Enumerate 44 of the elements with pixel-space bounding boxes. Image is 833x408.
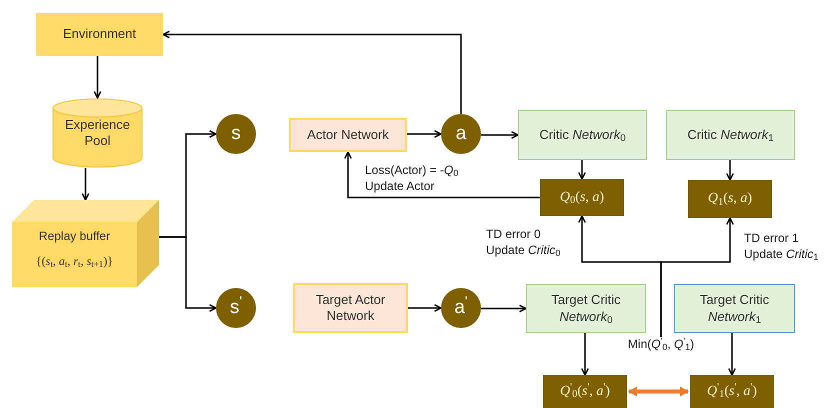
network-box	[526, 284, 646, 333]
arrow	[581, 333, 589, 376]
network-box	[674, 284, 795, 333]
arrow	[481, 304, 527, 312]
box-label: Q$^{'}$$_{0}$(s$^{'}$, a$^{'}$)	[559, 382, 611, 400]
box-label: Q$_{0}$(s, a)	[558, 188, 606, 206]
value-box	[690, 375, 774, 408]
arrow	[82, 168, 90, 201]
value-box	[543, 375, 627, 408]
box-label: Target Critic Network$_{0}$	[550, 292, 622, 325]
arrow	[162, 30, 462, 114]
box-label: Environment	[62, 26, 137, 43]
network-box	[666, 110, 795, 160]
arrow	[481, 131, 519, 139]
network-box	[518, 110, 647, 160]
value-box	[688, 180, 772, 218]
box-label: Q$^{'}$$_{1}$(s$^{'}$, a$^{'}$)	[706, 382, 758, 400]
box-label: Critic Network$_{0}$	[538, 126, 627, 144]
value-box	[540, 179, 624, 216]
network-box	[289, 118, 407, 152]
arrow	[94, 56, 102, 99]
box-label: Experience Pool	[64, 116, 132, 150]
box-label: Target Actor Network	[314, 292, 386, 324]
arrow	[726, 160, 734, 181]
circle-label: s	[230, 122, 242, 146]
arrow	[578, 160, 586, 180]
network-box	[293, 283, 408, 333]
box-label: Critic Network$_{1}$	[686, 126, 775, 144]
circle-label: a$^{'}$	[453, 296, 469, 320]
box-label: Replay buffer	[38, 228, 112, 244]
box-label: Target Critic Network$_{1}$	[698, 292, 770, 325]
arrow	[660, 217, 734, 337]
arrow	[408, 304, 442, 312]
arrow	[159, 236, 217, 312]
arrow	[728, 333, 736, 376]
process-box	[36, 13, 163, 56]
box-label: {(s$_{t}$, a$_{t}$, r$_{t}$, s$_{t+1}$)}	[34, 254, 114, 268]
box-label: Actor Network	[306, 126, 390, 144]
double-arrow	[628, 386, 689, 396]
arrow	[407, 130, 442, 138]
circle-label: a	[454, 122, 468, 146]
box-label: Q$_{1}$(s, a)	[706, 190, 754, 208]
arrow	[344, 151, 540, 198]
circle-label: s$^{'}$	[228, 296, 244, 320]
